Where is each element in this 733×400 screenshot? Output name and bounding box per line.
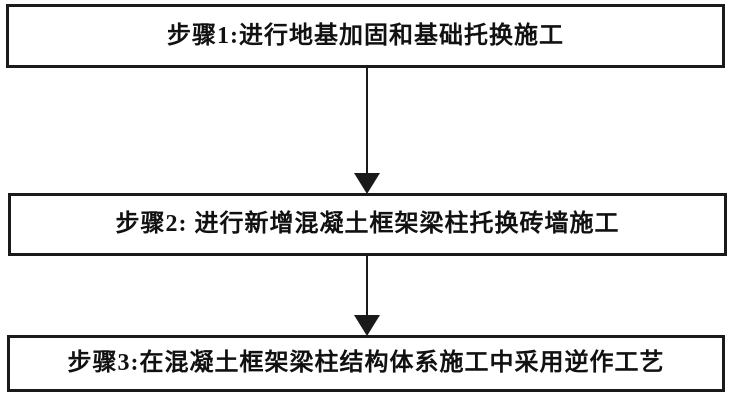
arrow-1-shaft bbox=[366, 67, 368, 173]
step-2-label: 步骤2: 进行新增混凝土框架梁柱托换砖墙施工 bbox=[115, 211, 620, 238]
step-1-label: 步骤1:进行地基加固和基础托换施工 bbox=[167, 22, 564, 49]
step-box-1: 步骤1:进行地基加固和基础托换施工 bbox=[6, 4, 725, 68]
arrow-2-head-icon bbox=[354, 315, 380, 336]
arrow-down-1-icon bbox=[354, 67, 380, 194]
arrow-1-head-icon bbox=[354, 173, 380, 194]
step-box-3: 步骤3:在混凝土框架梁柱结构体系施工中采用逆作工艺 bbox=[7, 335, 725, 392]
arrow-2-shaft bbox=[366, 255, 368, 315]
arrow-down-2-icon bbox=[354, 255, 380, 336]
step-3-label: 步骤3:在混凝土框架梁柱结构体系施工中采用逆作工艺 bbox=[67, 350, 665, 377]
step-box-2: 步骤2: 进行新增混凝土框架梁柱托换砖墙施工 bbox=[8, 193, 727, 256]
